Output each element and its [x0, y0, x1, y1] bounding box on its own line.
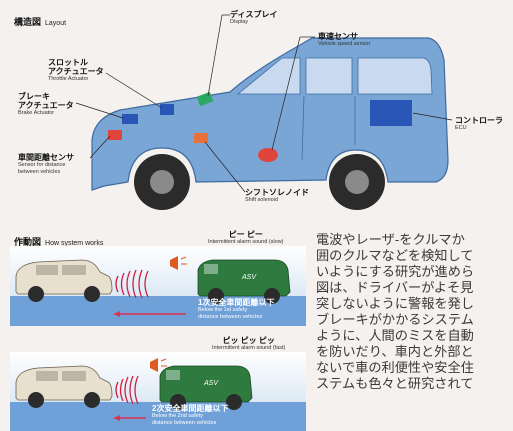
shift-solenoid — [194, 133, 208, 143]
panel1-sound-jp: ピー ピー — [228, 230, 263, 239]
label-display: ディスプレイ Display — [230, 10, 277, 26]
vehicle-speed-sensor — [258, 148, 278, 162]
panel2-distance-en1: Below the 2nd safety — [152, 413, 204, 419]
body-line: ステムも色々と研究されて — [316, 376, 474, 391]
panel1-scene: ASV — [10, 246, 306, 326]
label-display-jp: ディスプレイ — [230, 10, 278, 19]
layout-title-jp: 構造図 — [14, 17, 42, 27]
body-line: 突しないように警報を発し — [316, 296, 474, 311]
distance-sensor — [108, 130, 122, 140]
panel2-scene: ASV — [10, 352, 306, 431]
body-line: 図は、ドライバーがよそ見 — [316, 280, 474, 295]
body-line: ブレーキがかかるシステム — [316, 312, 474, 327]
panel1-radar-waves — [115, 269, 149, 299]
body-text: 電波やレーザ-をクルマか 囲のクルマなどを検知して いようにする研究が進めら 図… — [316, 232, 513, 392]
panel1-sound: ピー ピー Intermittent alarm sound (slow) — [208, 230, 284, 246]
label-distance-sensor-en2: between vehicles — [18, 169, 61, 175]
panel1-following-car — [15, 259, 113, 302]
label-brake-jp2: アクチュエータ — [18, 101, 74, 110]
label-distance-sensor-jp: 車間距離センサ — [18, 153, 74, 162]
panel2-sound: ピッ ピッ ピッ Intermittent alarm sound (fast) — [212, 336, 285, 352]
body-line: いようにする研究が進めら — [316, 264, 475, 279]
display-unit — [196, 91, 214, 107]
panel2-distance: 2次安全車間距離以下 Below the 2nd safety distance… — [152, 404, 228, 427]
body-line: を防いだり、車内と外部と — [316, 344, 474, 359]
window-front — [236, 57, 301, 95]
label-speed-sensor-jp: 車速センサ — [318, 32, 358, 41]
body-line: 囲のクルマなどを検知して — [316, 248, 474, 263]
operation-title-en: How system works — [45, 240, 104, 247]
panel2-distance-jp: 2次安全車間距離以下 — [152, 404, 229, 413]
label-throttle-jp1: スロットル — [48, 58, 88, 67]
window-middle — [305, 57, 353, 95]
body-line: ないで車の利便性や安全住 — [316, 360, 474, 375]
panel2-following-car — [15, 365, 113, 408]
label-distance-sensor: 車間距離センサ Sensor for distance between vehi… — [18, 153, 74, 176]
ecu-box — [370, 100, 412, 126]
label-controller-jp: コントローラ — [455, 116, 503, 125]
label-controller: コントローラ ECU — [455, 116, 503, 132]
panel2-radar-waves — [115, 375, 139, 405]
label-distance-sensor-en1: Sensor for distance — [18, 162, 66, 168]
car-layout-diagram — [75, 14, 453, 210]
label-throttle-en: Throttle Actuator — [48, 76, 89, 82]
label-brake-en: Brake Actuator — [18, 110, 55, 116]
label-controller-en: ECU — [455, 125, 467, 131]
body-line: 電波やレーザ-をクルマか — [316, 232, 465, 247]
panel1-speaker-icon — [170, 256, 178, 270]
throttle-actuator — [160, 104, 174, 115]
panel2-car-logo: ASV — [203, 380, 219, 387]
operation-title-jp: 作動図 — [14, 237, 42, 247]
label-display-en: Display — [230, 19, 249, 25]
panel1-distance: 1次安全車間距離以下 Below the 1st safety distance… — [198, 298, 274, 321]
label-speed-sensor: 車速センサ Vehicle speed sensor — [318, 32, 370, 48]
layout-title-en: Layout — [45, 20, 67, 27]
panel1-leading-car: ASV — [197, 259, 291, 304]
label-shift-en: Shift solenoid — [245, 197, 279, 203]
window-rear — [357, 57, 433, 95]
panel1-sound-en: Intermittent alarm sound (slow) — [208, 239, 284, 245]
panel2-sound-en: Intermittent alarm sound (fast) — [212, 345, 286, 351]
label-throttle: スロットル アクチュエータ Throttle Actuator — [48, 58, 104, 83]
label-brake: ブレーキ アクチュエータ Brake Actuator — [18, 92, 74, 117]
panel1-distance-jp: 1次安全車間距離以下 — [198, 298, 275, 307]
label-throttle-jp2: アクチュエータ — [48, 67, 104, 76]
panel1-car-logo: ASV — [241, 274, 257, 281]
panel1-distance-en1: Below the 1st safety — [198, 307, 248, 313]
label-shift: シフトソレノイド Shift solenoid — [245, 188, 309, 204]
panel2-distance-en2: distance between vehicles — [152, 420, 217, 426]
panel2-leading-car: ASV — [159, 365, 253, 410]
body-line: ように、人間のミスを自動 — [316, 328, 474, 343]
label-brake-jp1: ブレーキ — [18, 92, 50, 101]
panel2-sound-jp: ピッ ピッ ピッ — [222, 336, 275, 345]
panel2-speaker-icon — [150, 358, 158, 372]
panel1-distance-en2: distance between vehicles — [198, 314, 263, 320]
label-speed-sensor-en: Vehicle speed sensor — [318, 41, 371, 47]
label-shift-jp: シフトソレノイド — [245, 188, 309, 197]
brake-actuator — [122, 114, 138, 124]
